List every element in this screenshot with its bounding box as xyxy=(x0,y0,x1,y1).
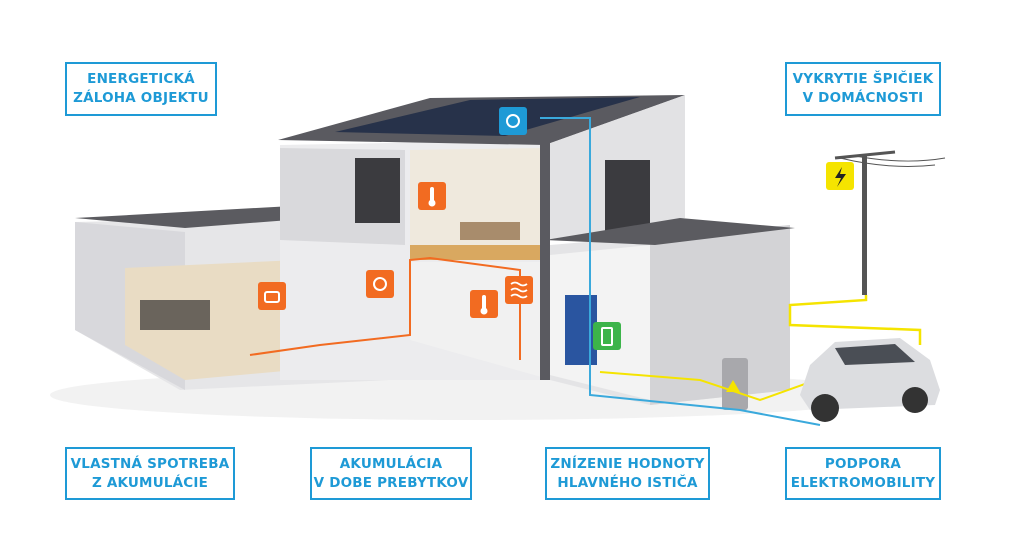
bedroom xyxy=(410,148,545,245)
label-line: ELEKTROMOBILITY xyxy=(790,474,936,491)
label-energy-backup: ENERGETICKÁ ZÁLOHA OBJEKTU xyxy=(65,62,217,116)
battery-unit xyxy=(565,295,597,365)
electric-car xyxy=(800,338,940,422)
cooking-pot-icon xyxy=(258,282,286,310)
label-main-breaker: ZNÍZENIE HODNOTY HLAVNÉHO ISTIČA xyxy=(545,447,710,500)
bed xyxy=(460,222,520,240)
sofa xyxy=(140,300,210,330)
label-peak-coverage: VYKRYTIE ŠPIČIEK V DOMÁCNOSTI xyxy=(785,62,941,116)
label-line: V DOBE PREBYTKOV xyxy=(313,474,469,491)
battery-icon xyxy=(593,322,621,350)
label-line: VLASTNÁ SPOTREBA xyxy=(70,455,230,472)
label-emobility: PODPORA ELEKTROMOBILITY xyxy=(785,447,941,500)
label-accumulation: AKUMULÁCIA V DOBE PREBYTKOV xyxy=(310,447,472,500)
label-self-consumption: VLASTNÁ SPOTREBA Z AKUMULÁCIE xyxy=(65,447,235,500)
label-line: V DOMÁCNOSTI xyxy=(802,90,924,106)
light-bulb-icon xyxy=(366,270,394,298)
label-line: ENERGETICKÁ xyxy=(87,71,195,87)
label-line: PODPORA xyxy=(824,455,902,472)
label-line: AKUMULÁCIA xyxy=(339,455,443,472)
label-line: ZNÍZENIE HODNOTY xyxy=(550,455,705,472)
label-line: VYKRYTIE ŠPIČIEK xyxy=(792,71,934,87)
label-line: Z AKUMULÁCIE xyxy=(91,474,209,491)
power-pole xyxy=(862,155,867,295)
solar-panels xyxy=(335,97,640,136)
label-line: ZÁLOHA OBJEKTU xyxy=(73,90,209,106)
label-line: HLAVNÉHO ISTIČA xyxy=(557,474,698,491)
upper-window xyxy=(355,158,400,223)
sun-icon xyxy=(499,107,527,135)
